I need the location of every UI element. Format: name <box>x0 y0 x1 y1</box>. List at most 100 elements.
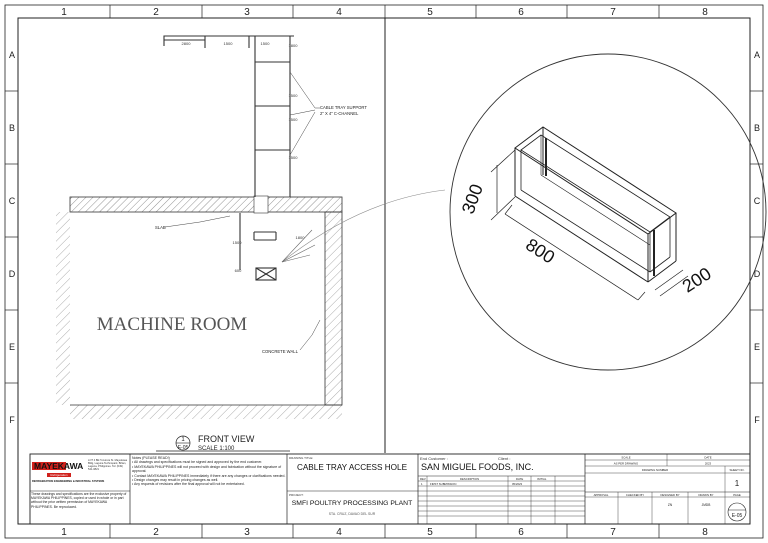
sig-label: DESIGNED BY <box>660 493 679 497</box>
view-tag: 1 E-05 FRONT VIEW SCALE 1:100 <box>156 434 290 452</box>
callout-tray-support-line1: CABLE TRAY SUPPORT <box>320 105 367 110</box>
row-labels-left: A B C D E F <box>9 50 16 425</box>
slab <box>69 196 343 213</box>
row-label: E <box>754 342 760 352</box>
dim-text: 1800 <box>289 43 299 48</box>
col-label: 1 <box>61 527 67 538</box>
note-item: • Design changes may result in pricing c… <box>132 478 219 483</box>
rev-cell: FIRST SUBMISSION <box>430 482 456 486</box>
sheet-info: SCALE DATE AS PER DRAWING 2023 DRAWING N… <box>594 456 747 522</box>
drawing-title: CABLE TRAY ACCESS HOLE <box>297 463 408 472</box>
rev-header: DATE <box>516 477 523 481</box>
rev-header: REV <box>420 477 426 481</box>
row-label: A <box>9 50 15 60</box>
row-label: D <box>9 269 16 279</box>
callout-tray-support-line2: 2" X 4" C-CHANNEL <box>320 111 359 116</box>
rev-header: DESCRIPTION <box>460 477 479 481</box>
dimensions: 2800 1500 1500 1800 1500 1500 1500 1500 … <box>182 41 306 273</box>
callouts <box>164 71 321 351</box>
slab-access-hole <box>253 195 269 214</box>
note-item: • Contact MAYEKAWA PHILIPPINES immediate… <box>132 473 286 478</box>
col-label: 5 <box>427 7 433 18</box>
column-labels-bottom: 1 2 3 4 5 6 7 8 <box>61 527 708 538</box>
notes-heading: Notes (PLEASE READ!) <box>132 456 170 460</box>
row-label: D <box>754 269 761 279</box>
sig-label: DRAWN BY <box>699 493 714 497</box>
row-label: C <box>754 196 761 206</box>
access-hole-box <box>514 126 677 283</box>
dim-text: 1500 <box>224 41 234 46</box>
grid-ticks <box>5 5 763 538</box>
company-name: MAYEKAWA <box>34 461 83 471</box>
notes-box: Notes (PLEASE READ!) • All drawings and … <box>132 456 286 487</box>
col-label: 5 <box>427 527 433 538</box>
row-label: B <box>9 123 15 133</box>
note-item: • Any requests of revisions after the fi… <box>132 482 245 487</box>
view-number: 1 <box>181 437 185 443</box>
rev-header: INITIAL <box>537 477 547 481</box>
note-item: • MAYEKAWA PHILIPPINES will not proceed … <box>132 464 282 474</box>
floor <box>70 405 342 419</box>
col-label: 1 <box>61 7 67 18</box>
page-number: E-05 <box>732 513 743 519</box>
scale-value: AS PER DRAWING <box>614 462 638 466</box>
row-label: F <box>9 415 15 425</box>
revision-table: REV DESCRIPTION DATE INITIAL 1 FIRST SUB… <box>420 477 547 486</box>
end-customer-label: End Customer : <box>420 456 448 461</box>
project-location: STA. CRUZ, DAVAO DEL SUR <box>329 512 376 516</box>
column-labels-top: 1 2 3 4 5 6 7 8 <box>61 7 708 18</box>
view-sheet-ref: E-05 <box>178 445 189 451</box>
row-label: E <box>9 342 15 352</box>
row-label: A <box>754 50 760 60</box>
row-label: C <box>9 196 16 206</box>
disclaimer: These drawings and specifications are th… <box>31 492 127 509</box>
designed-by: ZN <box>668 503 673 507</box>
col-label: 6 <box>518 527 524 538</box>
detail-view: 300 800 200 <box>449 53 767 371</box>
left-wall <box>56 212 70 405</box>
concrete-wall <box>324 211 343 406</box>
col-label: 2 <box>153 7 159 18</box>
dim-text: 1500 <box>289 117 299 122</box>
room-label: MACHINE ROOM <box>97 314 248 335</box>
callout-slab: SLAB <box>155 225 166 230</box>
dim-length: 800 <box>522 234 558 267</box>
dim-width: 200 <box>679 263 715 296</box>
sheet-no-label: SHEET NO. <box>729 468 744 472</box>
dim-height: 300 <box>458 181 487 216</box>
col-label: 8 <box>702 7 708 18</box>
dim-text: 2800 <box>182 41 192 46</box>
company-address: LOT 4 Blk 5 Aurora St. Mayekawa Bldg, La… <box>88 459 128 471</box>
col-label: 7 <box>610 527 616 538</box>
sig-label: CHECKED BY <box>626 493 644 497</box>
drawn-by: JMDB <box>702 503 711 507</box>
dim-text: 1800 <box>296 235 306 240</box>
col-label: 3 <box>244 7 250 18</box>
rev-cell: 05/2023 <box>512 482 523 486</box>
note-item: • All drawings and specifications must b… <box>132 460 263 465</box>
dim-text: 1500 <box>261 41 271 46</box>
sig-label: APPROVAL <box>594 493 609 497</box>
row-labels-right: A B C D E F <box>754 50 761 425</box>
dim-text: 1500 <box>289 155 299 160</box>
detail-leader <box>281 189 446 263</box>
sheet-no: 1 <box>735 479 740 488</box>
col-label: 2 <box>153 527 159 538</box>
detail-circle <box>449 53 767 371</box>
company-sub: Refrigeration <box>50 473 68 477</box>
view-scale: SCALE 1:100 <box>198 446 235 452</box>
row-label: B <box>754 123 760 133</box>
front-view: 2800 1500 1500 1800 1500 1500 1500 1500 … <box>56 35 367 452</box>
detail-leader-arrows <box>281 229 316 263</box>
company-slogan: REFRIGERATION ENGINEERING & INDUSTRIAL S… <box>32 479 105 483</box>
company-address-box: LOT 4 Blk 5 Aurora St. Mayekawa Bldg, La… <box>88 459 128 471</box>
drawing-title-label: DRAWING TITLE: <box>289 456 313 460</box>
hdr-date: DATE <box>704 456 711 460</box>
cable-tray <box>163 35 294 281</box>
project-name: SMFI POULTRY PROCESSING PLANT <box>292 500 412 507</box>
col-label: 6 <box>518 7 524 18</box>
rev-cell: 1 <box>421 482 423 486</box>
hdr-scale: SCALE <box>621 456 630 460</box>
detail-dimension-lines <box>490 149 689 301</box>
callout-concrete-wall: CONCRETE WALL <box>262 349 299 354</box>
